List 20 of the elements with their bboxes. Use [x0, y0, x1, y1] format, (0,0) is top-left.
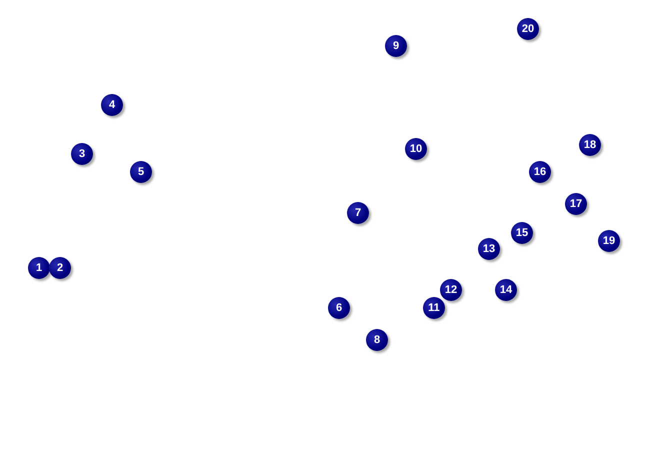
numbered-marker: 19 [598, 230, 620, 252]
numbered-marker: 15 [511, 222, 533, 244]
numbered-marker: 18 [579, 134, 601, 156]
numbered-marker: 7 [347, 202, 369, 224]
numbered-marker: 6 [328, 297, 350, 319]
numbered-marker: 2 [49, 257, 71, 279]
numbered-marker: 8 [366, 329, 388, 351]
numbered-marker: 5 [130, 161, 152, 183]
numbered-marker: 16 [529, 161, 551, 183]
numbered-marker: 14 [495, 279, 517, 301]
numbered-marker: 3 [71, 143, 93, 165]
numbered-marker: 13 [478, 238, 500, 260]
numbered-marker: 12 [440, 279, 462, 301]
numbered-marker: 9 [385, 35, 407, 57]
numbered-marker: 10 [405, 138, 427, 160]
numbered-marker: 4 [101, 94, 123, 116]
numbered-marker: 11 [423, 297, 445, 319]
numbered-marker: 1 [28, 257, 50, 279]
numbered-marker: 17 [565, 193, 587, 215]
numbered-marker: 20 [517, 18, 539, 40]
